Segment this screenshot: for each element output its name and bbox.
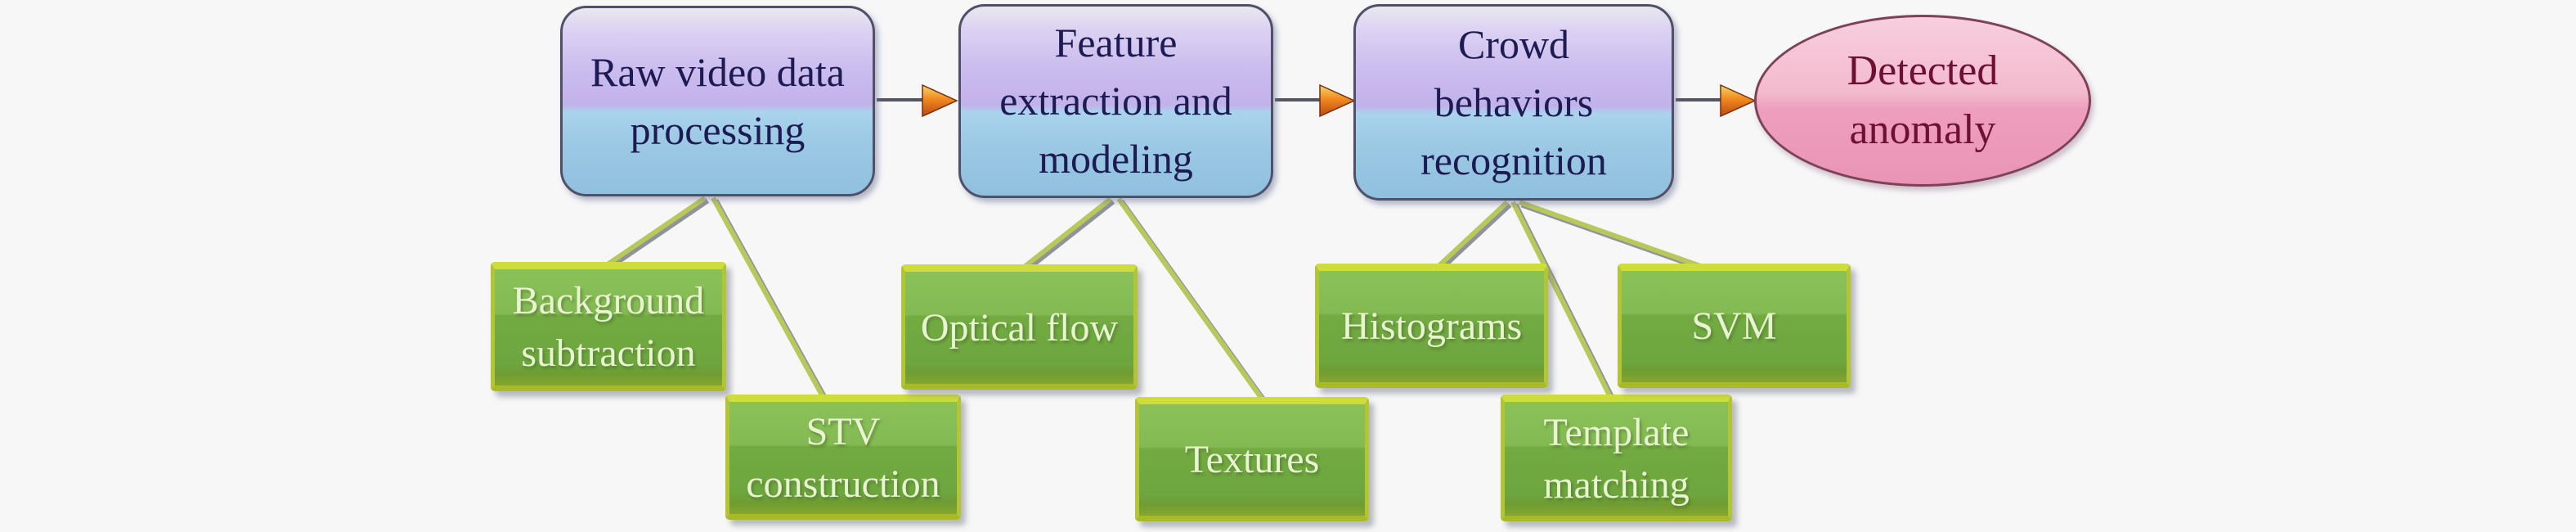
result-detected-anomaly: Detected anomaly (1754, 15, 2091, 187)
method-histograms: Histograms (1315, 264, 1548, 388)
method-label: Histograms (1340, 304, 1523, 349)
method-template-matching: Template matching (1501, 394, 1732, 521)
method-label: Textures (1184, 438, 1320, 482)
stage-raw-video-data-processing: Raw video data processing (560, 6, 875, 196)
result-label: Detected anomaly (1847, 47, 1999, 153)
method-svm: SVM (1618, 264, 1851, 388)
stage-label: Raw video data processing (590, 48, 845, 153)
method-stv-construction: STV construction (725, 394, 961, 520)
method-label: Optical flow (920, 305, 1119, 349)
stage-feature-extraction-and-modeling: Feature extraction and modeling (958, 4, 1273, 198)
stage-label: Crowd behaviors recognition (1420, 20, 1607, 183)
method-label: Template matching (1543, 410, 1690, 507)
method-background-subtraction: Background subtraction (491, 262, 726, 391)
method-label: Background subtraction (512, 279, 705, 375)
stage-label: Feature extraction and modeling (999, 20, 1232, 182)
method-label: STV construction (746, 409, 940, 506)
method-optical-flow: Optical flow (901, 264, 1138, 390)
stage-crowd-behaviors-recognition: Crowd behaviors recognition (1353, 4, 1674, 201)
method-textures: Textures (1135, 397, 1369, 521)
method-label: SVM (1691, 304, 1777, 349)
